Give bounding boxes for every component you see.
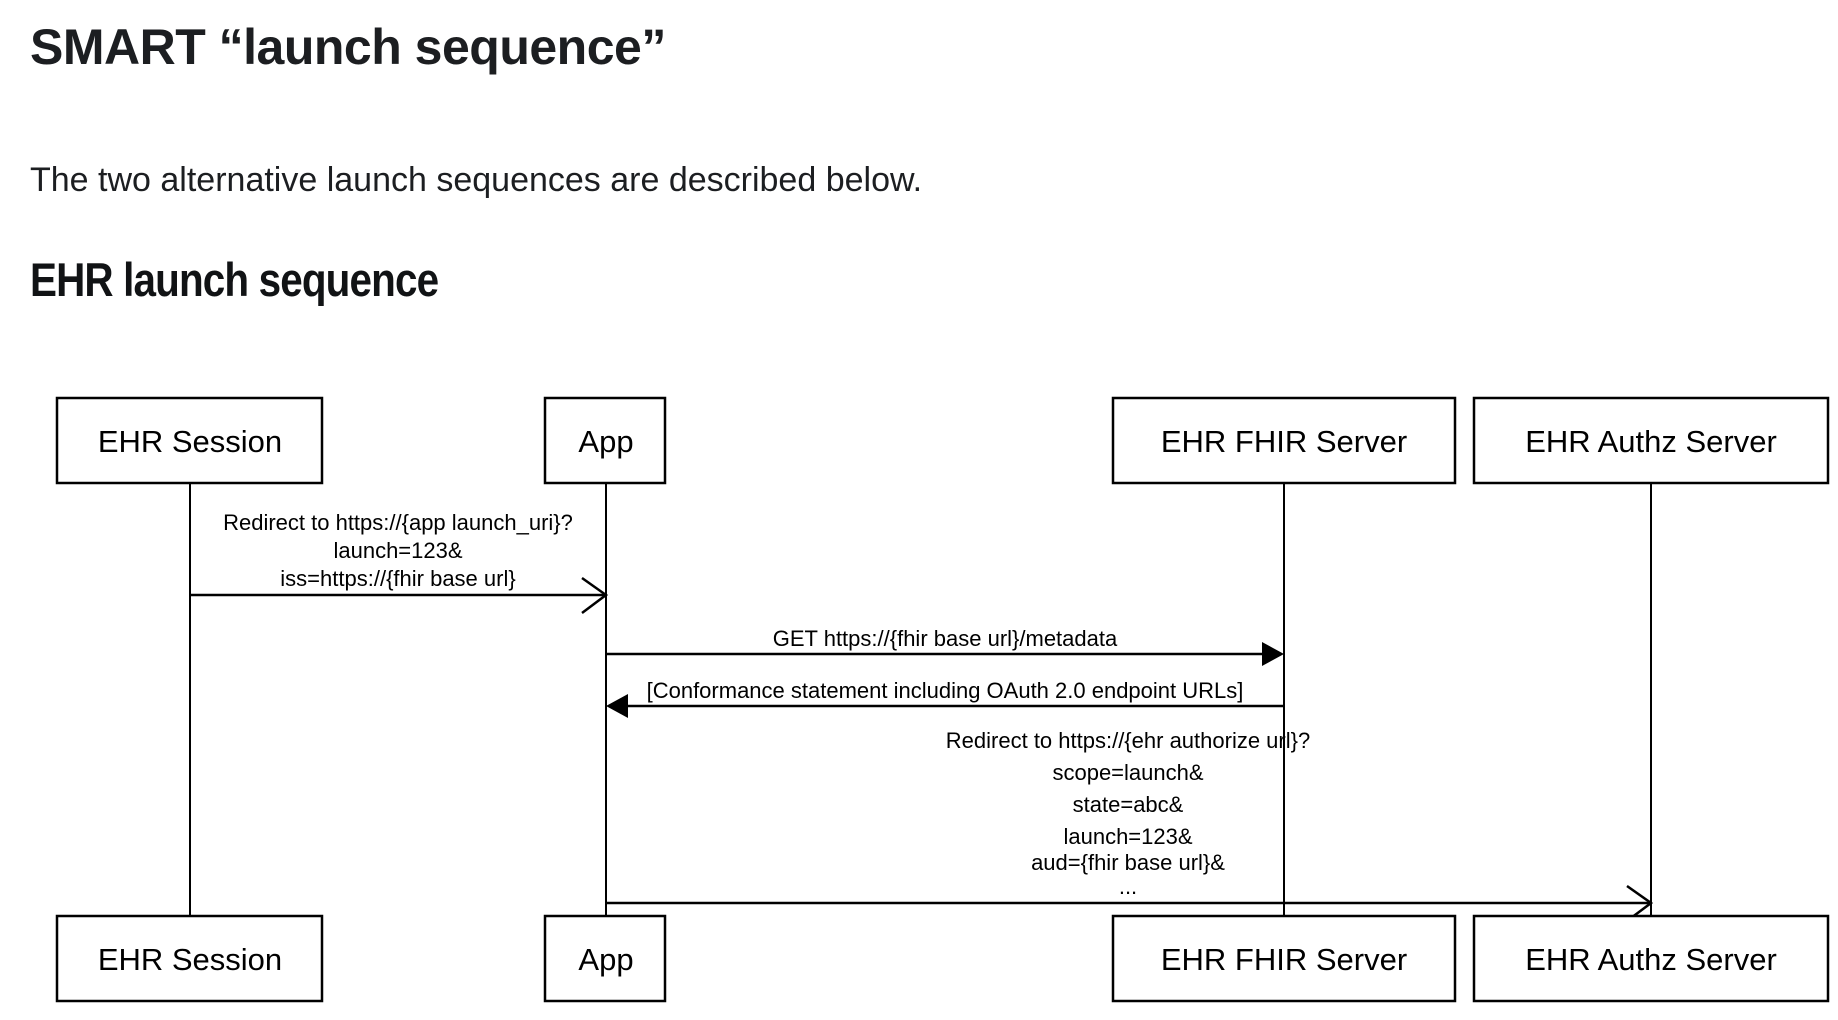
message-4-label-line-6: ... xyxy=(1119,874,1137,899)
actor-box-ehr-fhir-server-top xyxy=(1111,396,1457,485)
message-conformance-statement: [Conformance statement including OAuth 2… xyxy=(606,678,1284,718)
actor-bottom-ehr-fhir-server: EHR FHIR Server xyxy=(1111,914,1457,1003)
actor-top-ehr-fhir-server: EHR FHIR Server xyxy=(1111,396,1457,485)
page-title: SMART “launch sequence” xyxy=(30,19,666,75)
actor-box-ehr-session-top xyxy=(55,396,324,485)
message-2-filled-arrowhead-icon xyxy=(1262,642,1284,666)
actor-label-ehr-authz-server-top: EHR Authz Server xyxy=(1525,424,1777,459)
actor-label-ehr-session-top: EHR Session xyxy=(98,424,282,459)
actor-label-ehr-session-bottom: EHR Session xyxy=(98,942,282,977)
actor-box-ehr-fhir-server-bottom xyxy=(1111,914,1457,1003)
actor-label-ehr-fhir-server-top: EHR FHIR Server xyxy=(1161,424,1407,459)
message-2-label-line-1: GET https://{fhir base url}/metadata xyxy=(773,626,1118,651)
actor-box-ehr-session-bottom xyxy=(55,914,324,1003)
section-heading: EHR launch sequence xyxy=(30,253,439,306)
actor-bottom-app: App xyxy=(543,914,667,1003)
intro-text: The two alternative launch sequences are… xyxy=(30,161,923,199)
actor-box-app-top xyxy=(543,396,667,485)
message-1-open-arrowhead-icon xyxy=(581,576,609,614)
message-get-metadata: GET https://{fhir base url}/metadata xyxy=(606,626,1284,666)
actor-bottom-ehr-session: EHR Session xyxy=(55,914,324,1003)
actor-label-ehr-authz-server-bottom: EHR Authz Server xyxy=(1525,942,1777,977)
message-4-label-line-2: scope=launch& xyxy=(1052,760,1203,785)
message-3-label-line-1: [Conformance statement including OAuth 2… xyxy=(647,678,1244,703)
section-heading-wrap: EHR launch sequence xyxy=(30,256,505,303)
message-3-filled-arrowhead-icon xyxy=(606,694,628,718)
actor-box-app-bottom xyxy=(543,914,667,1003)
actor-label-app-bottom: App xyxy=(578,942,633,977)
message-4-label-line-1: Redirect to https://{ehr authorize url}? xyxy=(946,728,1310,753)
message-1-label-line-3: iss=https://{fhir base url} xyxy=(280,566,515,591)
actor-top-ehr-session: EHR Session xyxy=(55,396,324,485)
message-redirect-to-app: Redirect to https://{app launch_uri}? la… xyxy=(190,510,609,614)
actor-box-ehr-authz-server-bottom xyxy=(1472,914,1830,1003)
message-4-label-line-5: aud={fhir base url}& xyxy=(1031,850,1225,875)
message-1-label-line-2: launch=123& xyxy=(333,538,462,563)
actor-top-app: App xyxy=(543,396,667,485)
message-1-label-line-1: Redirect to https://{app launch_uri}? xyxy=(223,510,573,535)
message-4-label-line-3: state=abc& xyxy=(1073,792,1184,817)
actor-label-app-top: App xyxy=(578,424,633,459)
message-redirect-to-authorize: Redirect to https://{ehr authorize url}?… xyxy=(606,728,1654,922)
actor-label-ehr-fhir-server-bottom: EHR FHIR Server xyxy=(1161,942,1407,977)
actor-top-ehr-authz-server: EHR Authz Server xyxy=(1472,396,1830,485)
actor-bottom-ehr-authz-server: EHR Authz Server xyxy=(1472,914,1830,1003)
message-4-label-line-4: launch=123& xyxy=(1063,824,1192,849)
actor-box-ehr-authz-server-top xyxy=(1472,396,1830,485)
